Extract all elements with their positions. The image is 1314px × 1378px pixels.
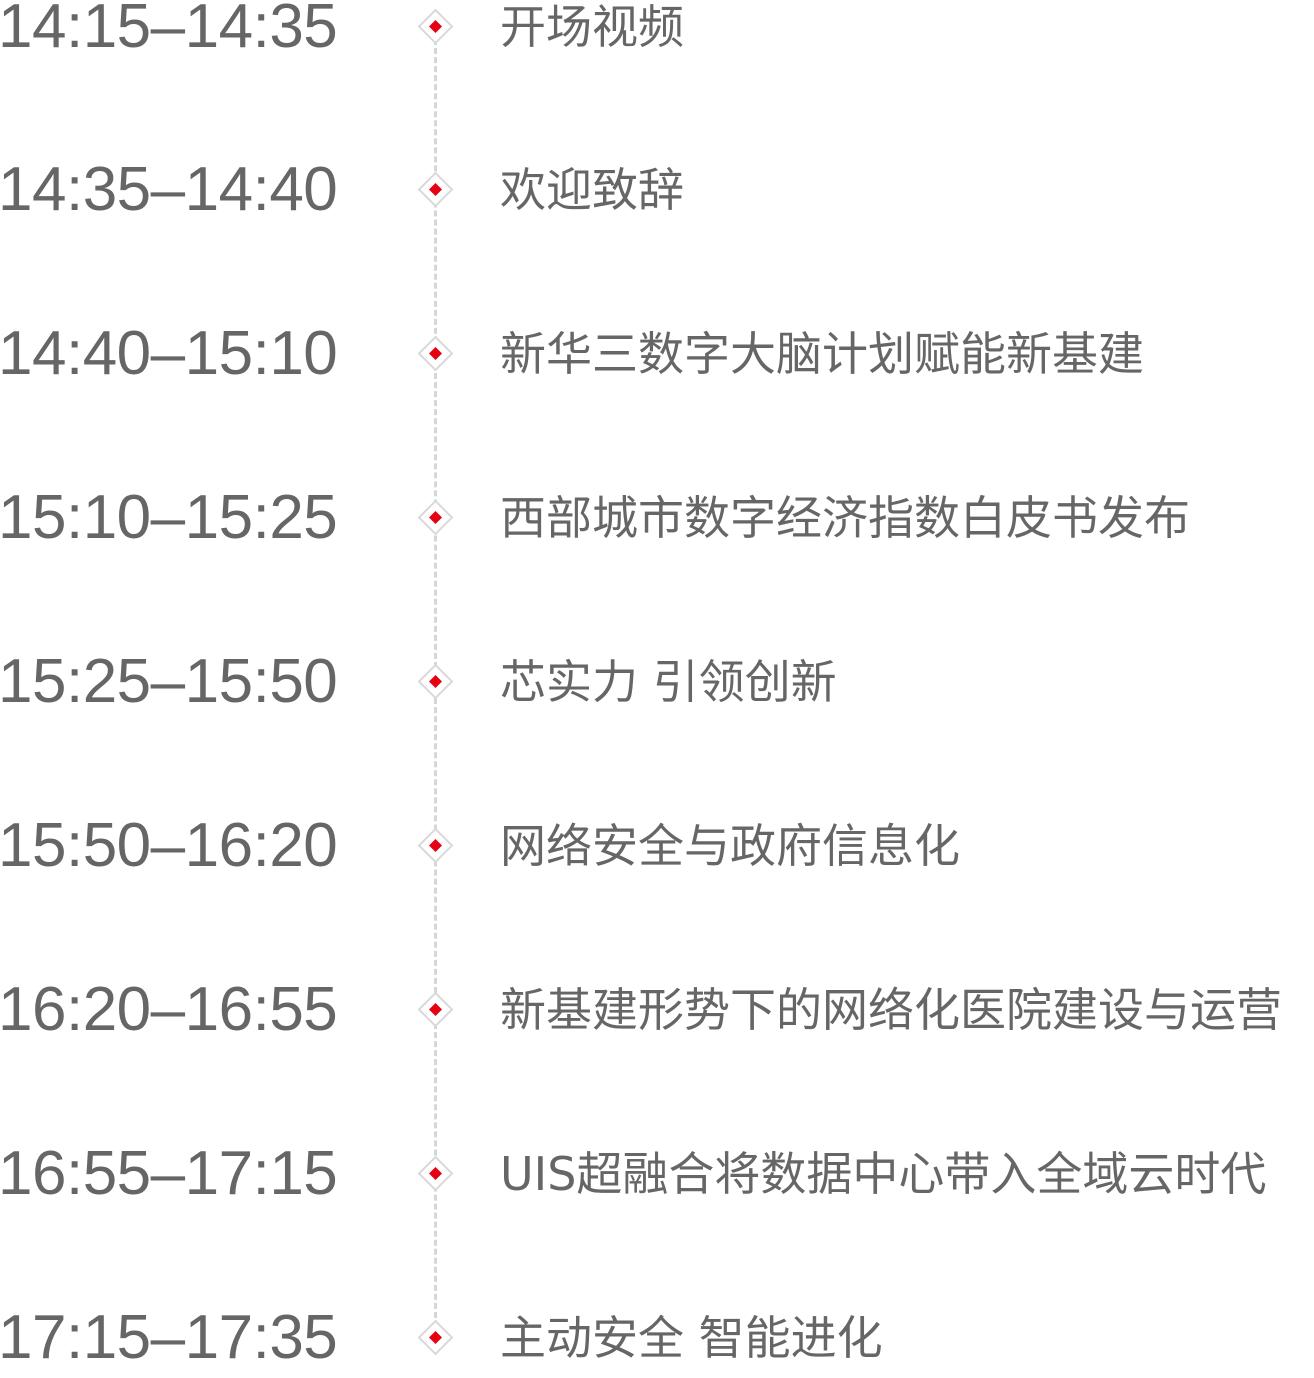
agenda-time: 15:50–16:20 (0, 811, 338, 880)
agenda-time: 17:15–17:35 (0, 1303, 338, 1372)
agenda-title: 网络安全与政府信息化 (500, 819, 960, 873)
agenda-time: 16:55–17:15 (0, 1139, 338, 1208)
agenda-title: 芯实力 引领创新 (500, 655, 837, 709)
diamond-marker-icon (417, 499, 454, 536)
diamond-marker-icon (417, 335, 454, 372)
agenda-item: 15:10–15:25 西部城市数字经济指数白皮书发布 (0, 478, 1314, 558)
diamond-marker-icon (417, 171, 454, 208)
agenda-item: 17:15–17:35 主动安全 智能进化 (0, 1298, 1314, 1378)
agenda-title: 主动安全 智能进化 (500, 1311, 883, 1365)
agenda-item: 15:50–16:20 网络安全与政府信息化 (0, 806, 1314, 886)
agenda-time: 14:40–15:10 (0, 319, 338, 388)
agenda-title: 新华三数字大脑计划赋能新基建 (500, 327, 1144, 381)
agenda-time: 14:15–14:35 (0, 0, 338, 61)
agenda-time: 14:35–14:40 (0, 155, 338, 224)
agenda-item: 14:40–15:10 新华三数字大脑计划赋能新基建 (0, 314, 1314, 394)
agenda-item: 15:25–15:50 芯实力 引领创新 (0, 642, 1314, 722)
agenda-title: 开场视频 (500, 0, 684, 54)
agenda-time: 15:25–15:50 (0, 647, 338, 716)
diamond-marker-icon (417, 991, 454, 1028)
agenda-item: 16:55–17:15 UIS超融合将数据中心带入全域云时代 (0, 1134, 1314, 1214)
agenda-item: 14:15–14:35 开场视频 (0, 0, 1314, 67)
diamond-marker-icon (417, 663, 454, 700)
agenda-item: 14:35–14:40 欢迎致辞 (0, 150, 1314, 230)
diamond-marker-icon (417, 1319, 454, 1356)
agenda-title: 欢迎致辞 (500, 163, 684, 217)
diamond-marker-icon (417, 827, 454, 864)
agenda-title: 西部城市数字经济指数白皮书发布 (500, 491, 1190, 545)
agenda-time: 16:20–16:55 (0, 975, 338, 1044)
agenda-time: 15:10–15:25 (0, 483, 338, 552)
agenda-title: UIS超融合将数据中心带入全域云时代 (500, 1147, 1267, 1201)
agenda-title: 新基建形势下的网络化医院建设与运营 (500, 983, 1282, 1037)
diamond-marker-icon (417, 8, 454, 45)
agenda-item: 16:20–16:55 新基建形势下的网络化医院建设与运营 (0, 970, 1314, 1050)
diamond-marker-icon (417, 1155, 454, 1192)
